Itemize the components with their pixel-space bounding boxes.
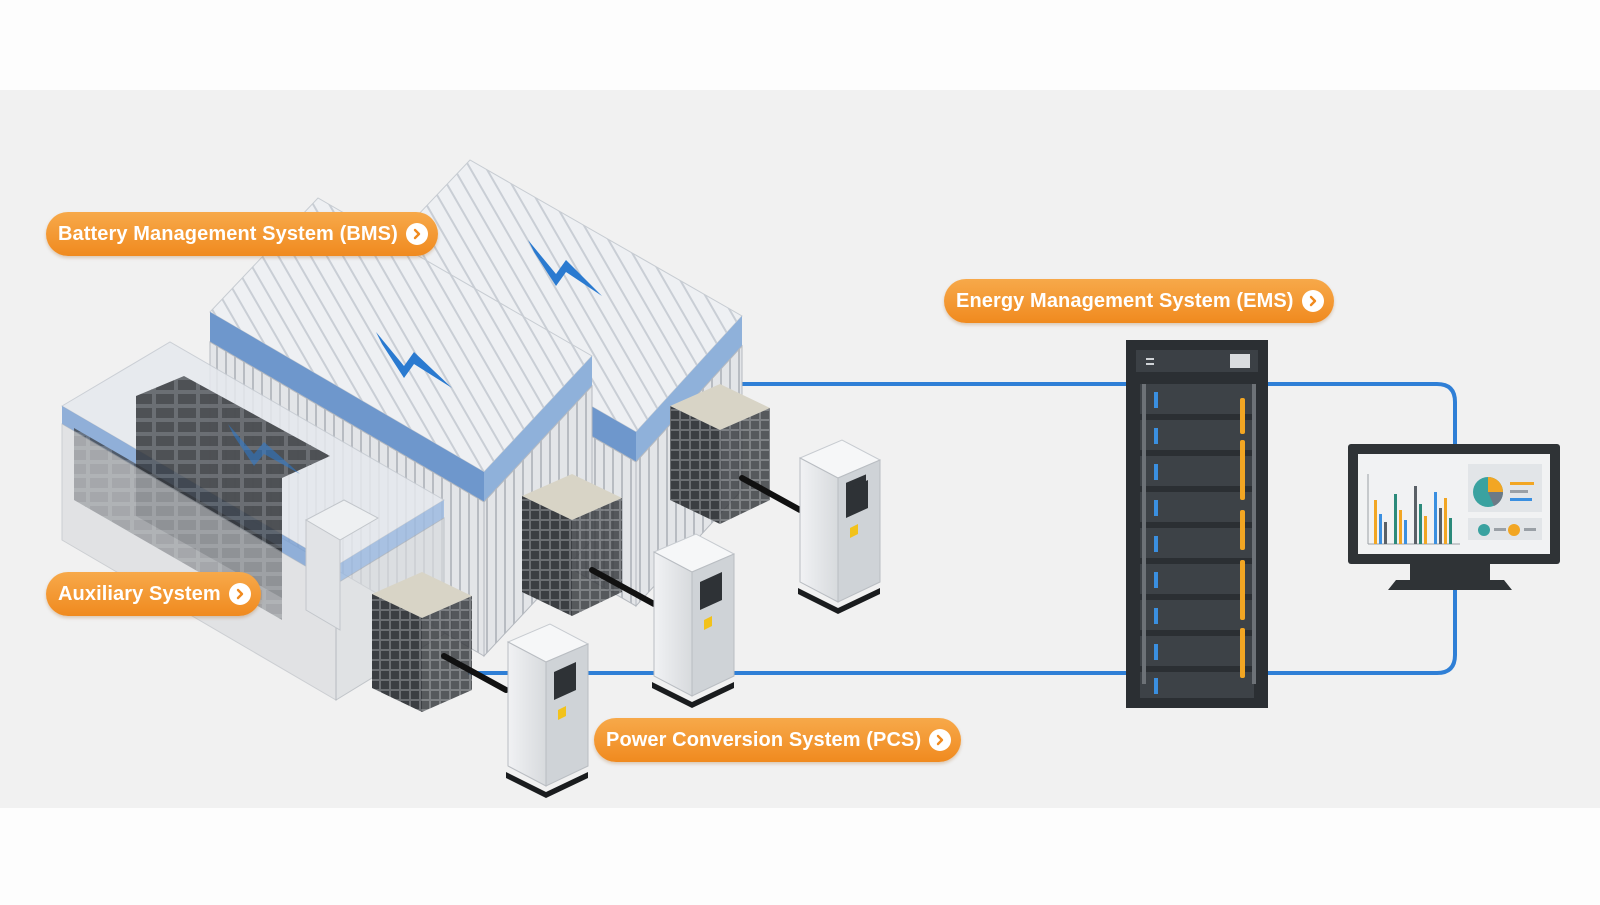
chevron-right-icon: [405, 223, 428, 245]
pcs-warning-label: [850, 524, 858, 538]
ems-server-rack: [1126, 340, 1268, 708]
chevron-right-icon: [929, 729, 952, 751]
cooling-unit: [670, 384, 770, 524]
pcs-cabinet: [798, 439, 882, 614]
bms-callout[interactable]: Battery Management System (BMS): [46, 212, 438, 256]
pcs-cabinet: [506, 623, 590, 798]
pcs-cabinet: [652, 533, 736, 708]
rack-units: [1140, 384, 1254, 698]
monitor: [1348, 444, 1560, 590]
auxiliary-callout[interactable]: Auxiliary System: [46, 572, 261, 616]
rack-amber-leds: [1240, 398, 1245, 678]
cooling-unit: [522, 474, 622, 616]
cooling-unit: [372, 572, 472, 712]
auxiliary-container: [61, 341, 445, 701]
monitor-bar-chart: [1367, 474, 1460, 545]
lightning-bolt-icon: [528, 240, 602, 296]
ems-callout-label: Energy Management System (EMS): [956, 289, 1294, 312]
rack-blue-leds: [1154, 392, 1158, 694]
bms-callout-label: Battery Management System (BMS): [58, 222, 398, 245]
auxiliary-callout-label: Auxiliary System: [58, 582, 221, 605]
lightning-bolt-icon: [376, 332, 452, 388]
pcs-callout-label: Power Conversion System (PCS): [606, 728, 922, 751]
pcs-screen: [846, 480, 868, 518]
chevron-right-icon: [228, 583, 251, 605]
pcs-cables: [441, 475, 803, 693]
pcs-callout[interactable]: Power Conversion System (PCS): [594, 718, 962, 762]
lightning-bolt-icon: [228, 424, 300, 474]
ems-callout[interactable]: Energy Management System (EMS): [944, 279, 1334, 323]
chevron-right-icon: [1301, 290, 1324, 312]
monitor-pie-chart: [1473, 477, 1534, 507]
